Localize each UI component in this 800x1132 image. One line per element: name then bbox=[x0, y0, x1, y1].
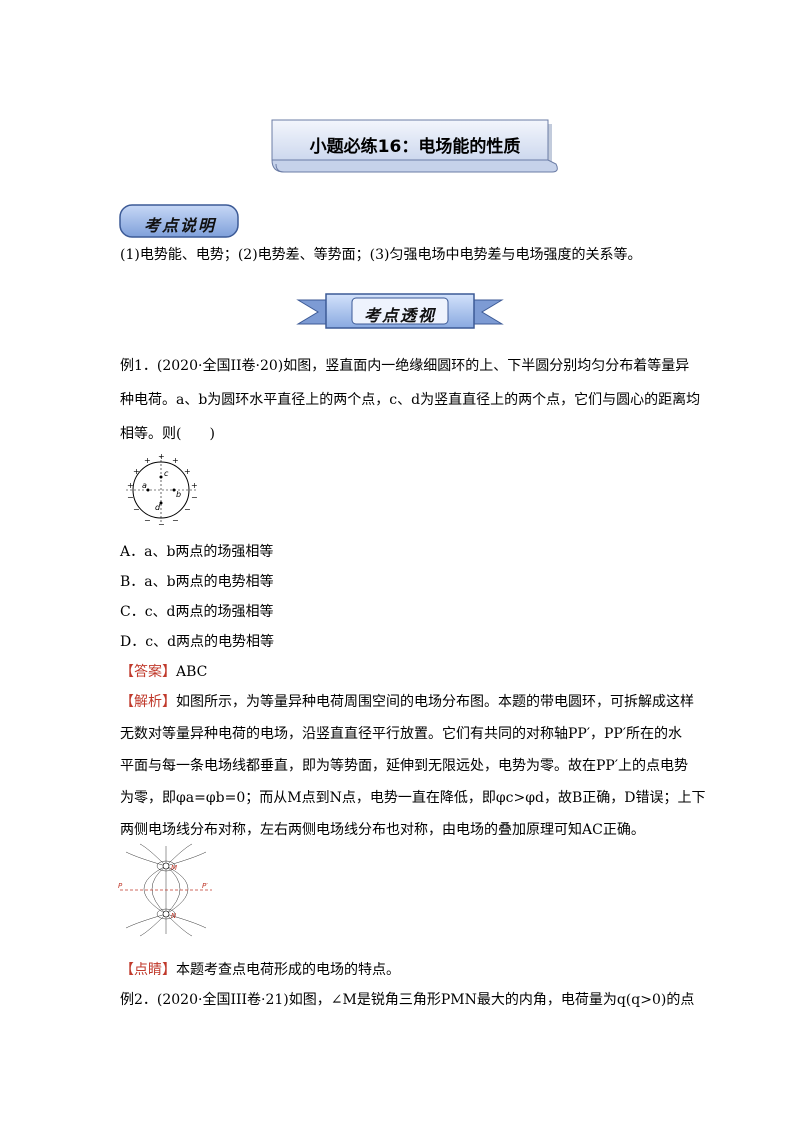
svg-text:−: − bbox=[158, 520, 165, 528]
svg-text:+: + bbox=[191, 481, 198, 490]
analysis-line3: 平面与每一条电场线都垂直，即为等势面，延伸到无限远处，电势为零。故在PP′上的点… bbox=[120, 758, 689, 774]
label-c: c bbox=[164, 469, 169, 478]
label-b: b bbox=[176, 490, 181, 499]
label-N: N bbox=[171, 912, 177, 920]
section-badge-perspective: 考点透视 bbox=[296, 292, 504, 332]
svg-text:+: + bbox=[133, 467, 140, 476]
answer-value: ABC bbox=[176, 664, 208, 680]
label-P: P bbox=[118, 882, 123, 890]
figure-charged-ring: a b c d + + + + + + + − − − − − − − bbox=[120, 452, 202, 529]
answer-tag: 【答案】 bbox=[120, 664, 176, 680]
svg-text:+: + bbox=[184, 467, 191, 476]
tip-row: 【点睛】本题考查点电荷形成的电场的特点。 bbox=[120, 960, 400, 980]
svg-text:−: − bbox=[133, 505, 140, 514]
ex1-line2: 种电荷。a、b为圆环水平直径上的两个点，c、d为竖直直径上的两个点，它们与圆心的… bbox=[120, 392, 701, 408]
option-d: D．c、d两点的电势相等 bbox=[120, 634, 275, 650]
plus-charges: + + + + + + + bbox=[127, 452, 198, 490]
tip-tag: 【点睛】 bbox=[120, 962, 176, 978]
section1-text: (1)电势能、电势；(2)电势差、等势面；(3)匀强电场中电势差与电场强度的关系… bbox=[120, 247, 642, 263]
svg-text:+: + bbox=[172, 456, 179, 465]
ribbon-shape bbox=[296, 293, 504, 329]
svg-text:−: − bbox=[184, 505, 191, 514]
option-a: A．a、b两点的场强相等 bbox=[120, 544, 274, 560]
svg-text:−: − bbox=[172, 516, 179, 525]
label-M: M bbox=[171, 864, 177, 872]
analysis-line1: 【解析】如图所示，为等量异种电荷周围空间的电场分布图。本题的带电圆环，可拆解成这… bbox=[120, 694, 694, 710]
label-P-prime: P′ bbox=[202, 882, 208, 890]
section-badge-label: 考点说明 bbox=[143, 216, 216, 235]
option-c: C．c、d两点的场强相等 bbox=[120, 604, 274, 620]
badge-shape bbox=[119, 204, 239, 238]
analysis-line4: 为零，即φa=φb=0；而从M点到N点，电势一直在降低，即φc>φd，故B正确，… bbox=[120, 790, 706, 806]
scroll-banner-shape bbox=[271, 119, 558, 173]
analysis-line5: 两侧电场线分布对称，左右两侧电场线分布也对称，由电场的叠加原理可知AC正确。 bbox=[120, 822, 645, 838]
section-badge-explanation: 考点说明 bbox=[118, 203, 242, 241]
svg-text:+: + bbox=[127, 481, 134, 490]
minus-charges: − − − − − − − bbox=[127, 493, 198, 529]
svg-text:+: + bbox=[144, 456, 151, 465]
ex2-line1: 例2．(2020·全国III卷·21)如图，∠M是锐角三角形PMN最大的内角，电… bbox=[120, 992, 695, 1008]
ex1-line3: 相等。则( ) bbox=[120, 426, 215, 442]
svg-text:−: − bbox=[144, 516, 151, 525]
figure-field-lines: P P′ M N bbox=[118, 842, 214, 938]
answer-row: 【答案】ABC bbox=[120, 662, 207, 682]
analysis-line2: 无数对等量异种电荷的电场，沿竖直直径平行放置。它们有共同的对称轴PP′，PP′所… bbox=[120, 726, 683, 742]
title-banner: 小题必练16：电场能的性质 bbox=[270, 118, 560, 180]
option-b: B．a、b两点的电势相等 bbox=[120, 574, 274, 590]
svg-text:+: + bbox=[158, 452, 165, 461]
svg-text:−: − bbox=[127, 493, 134, 502]
svg-text:−: − bbox=[191, 493, 198, 502]
page-title: 小题必练16：电场能的性质 bbox=[309, 137, 521, 157]
label-a: a bbox=[142, 481, 147, 490]
section-badge-label-2: 考点透视 bbox=[363, 306, 436, 325]
tip-text: 本题考查点电荷形成的电场的特点。 bbox=[176, 962, 400, 978]
analysis-tag: 【解析】 bbox=[120, 694, 176, 710]
ex1-line1: 例1．(2020·全国II卷·20)如图，竖直面内一绝缘细圆环的上、下半圆分别均… bbox=[120, 358, 690, 374]
label-d: d bbox=[155, 503, 161, 512]
